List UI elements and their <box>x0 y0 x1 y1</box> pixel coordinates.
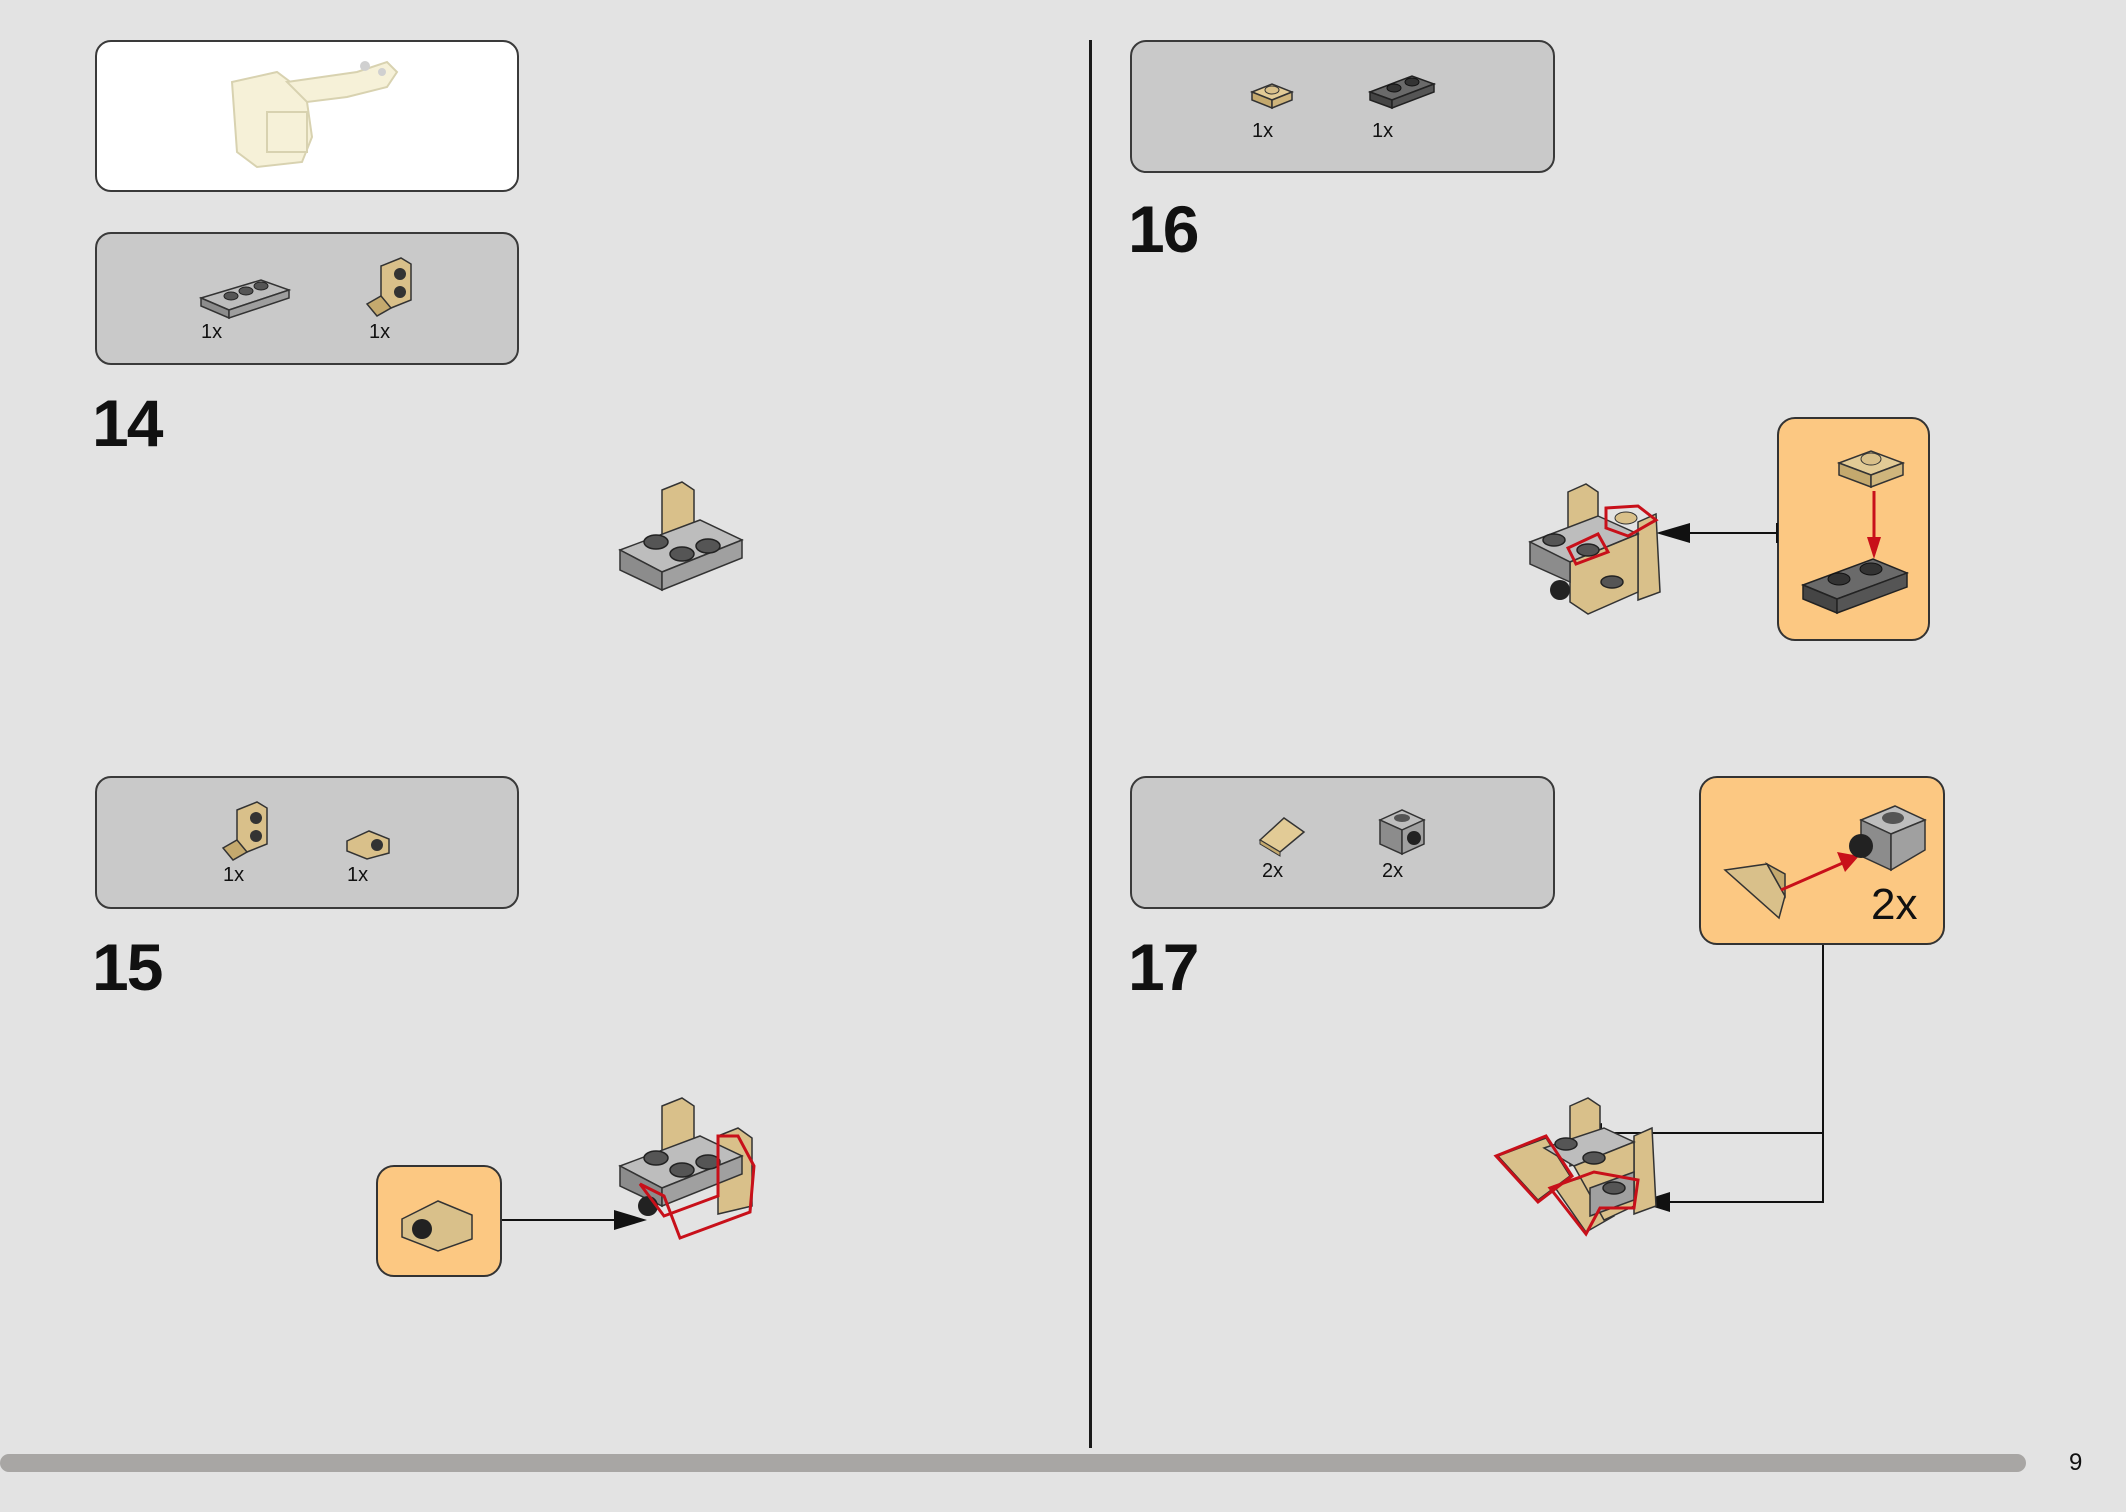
dark-gray-plate-1x2-icon <box>1367 75 1437 110</box>
arrow-icon <box>502 1210 647 1230</box>
light-gray-side-bracket-icon <box>1849 805 1927 872</box>
page-divider <box>1089 40 1092 1448</box>
light-gray-plate-1x3-icon <box>198 279 292 320</box>
progress-bar <box>0 1454 2026 1472</box>
arrow-icon <box>1656 523 1778 543</box>
tan-side-bracket-icon <box>346 830 390 860</box>
sub-assembly-callout: 2x <box>1699 776 1945 945</box>
step-number: 14 <box>92 386 163 460</box>
model-preview-box <box>95 40 519 192</box>
page-number: 9 <box>2069 1449 2083 1476</box>
part-qty: 2x <box>1262 860 1284 882</box>
tan-bracket-icon <box>365 257 412 317</box>
parts-box-step-16: 1x 1x <box>1130 40 1555 173</box>
light-gray-side-bracket-icon <box>1378 809 1426 856</box>
sub-assembly-callout <box>376 1165 502 1277</box>
step-15-assembly <box>618 1097 756 1240</box>
parts-box-step-14: 1x 1x <box>95 232 519 365</box>
tan-slope-icon <box>1723 862 1786 920</box>
part-qty: 1x <box>1252 120 1274 142</box>
part-qty: 1x <box>223 864 245 886</box>
part-qty: 1x <box>369 321 391 343</box>
part-qty: 1x <box>347 864 369 886</box>
red-arrow-icon <box>1780 852 1859 892</box>
part-qty: 1x <box>1372 120 1394 142</box>
step-number: 16 <box>1128 192 1199 266</box>
parts-box-step-15: 1x 1x <box>95 776 519 909</box>
part-qty: 2x <box>1382 860 1404 882</box>
tan-plate-1x1-icon <box>1836 450 1906 489</box>
part-qty: 1x <box>201 321 223 343</box>
tan-side-bracket-icon <box>401 1200 473 1252</box>
parts-box-step-17: 2x 2x <box>1130 776 1555 909</box>
tan-slope-icon <box>1258 817 1306 857</box>
dark-gray-plate-1x2-icon <box>1800 558 1910 615</box>
tan-plate-1x1-icon <box>1249 83 1295 110</box>
step-number: 15 <box>92 930 163 1004</box>
model-preview-image <box>230 60 399 169</box>
step-14-assembly <box>618 481 744 592</box>
step-16-assembly <box>1528 483 1661 615</box>
sub-assembly-callout <box>1777 417 1930 641</box>
tan-bracket-icon <box>221 801 268 861</box>
callout-multiplier: 2x <box>1871 880 1918 929</box>
red-arrow-icon <box>1867 491 1881 559</box>
step-number: 17 <box>1128 930 1199 1004</box>
step-17-assembly <box>1493 1097 1657 1237</box>
